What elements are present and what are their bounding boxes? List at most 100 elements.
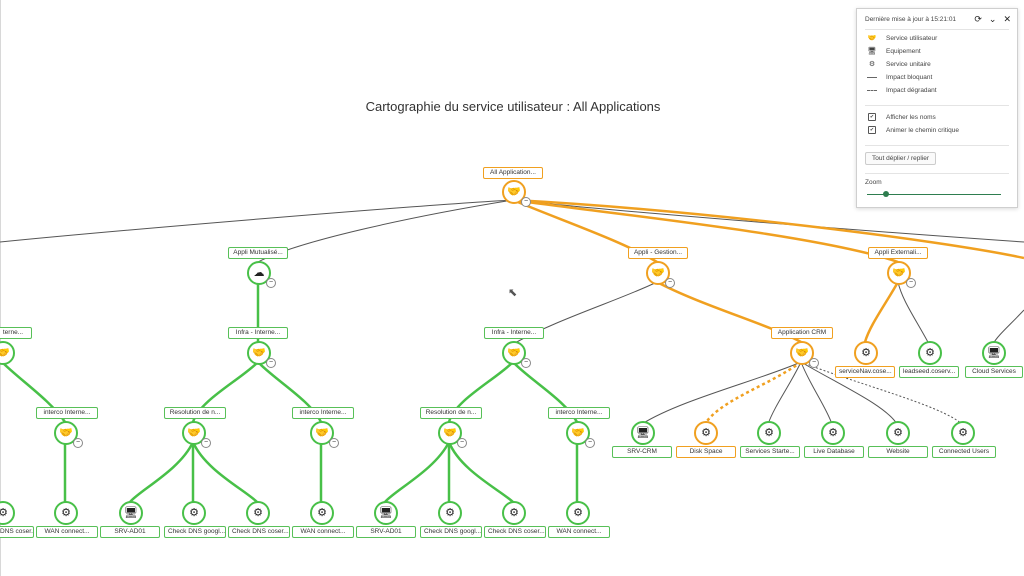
legend-label: Service unitaire xyxy=(886,60,931,68)
edge xyxy=(897,281,930,345)
node-label-leaf0[interactable]: DNS coser... xyxy=(0,526,34,538)
node-check-dns-coser-2[interactable]: ⚙ xyxy=(502,501,526,525)
node-srv-ad01-1[interactable]: 🖥 xyxy=(119,501,143,525)
node-disk-space[interactable]: ⚙ xyxy=(694,421,718,445)
gear-icon: ⚙ xyxy=(958,426,968,439)
node-label-dnsc2[interactable]: Check DNS coser... xyxy=(484,526,546,538)
collapse-toggle[interactable]: − xyxy=(521,358,531,368)
zoom-slider-thumb[interactable] xyxy=(883,191,889,197)
show-names-option[interactable]: ✔ Afficher les noms xyxy=(865,112,936,122)
monitor-icon: 🖥 xyxy=(987,346,1001,359)
node-label-dnsg2[interactable]: Check DNS googl... xyxy=(420,526,482,538)
node-infra-interne-1[interactable]: 🤝 − xyxy=(247,341,276,368)
node-srv-ad01-2[interactable]: 🖥 xyxy=(374,501,398,525)
chevron-down-icon[interactable]: ⌄ xyxy=(988,14,997,24)
expand-collapse-all-button[interactable]: Tout déplier / replier xyxy=(865,152,937,165)
node-label-resol2[interactable]: Resolution de n... xyxy=(420,407,482,419)
node-infra-interne-2[interactable]: 🤝 − xyxy=(502,341,531,368)
node-label-interco2[interactable]: interco Interne... xyxy=(292,407,354,419)
node-label-connected[interactable]: Connected Users xyxy=(932,446,996,458)
node-label-website[interactable]: Website xyxy=(868,446,928,458)
node-label-infra2[interactable]: Infra - Interne... xyxy=(484,327,544,339)
node-label-wan2[interactable]: WAN connect... xyxy=(292,526,354,538)
handshake-icon: 🤝 xyxy=(507,185,521,198)
node-live-database[interactable]: ⚙ xyxy=(821,421,845,445)
animate-path-option[interactable]: ✔ Animer le chemin critique xyxy=(865,125,959,135)
node-label-interco3[interactable]: interco Interne... xyxy=(548,407,610,419)
node-label-mutualise[interactable]: Appli Mutualisé... xyxy=(228,247,288,259)
node-infra-left[interactable]: 🤝 xyxy=(0,341,15,365)
node-cloud-services[interactable]: 🖥 xyxy=(982,341,1006,365)
collapse-toggle[interactable]: − xyxy=(329,438,339,448)
node-services-starter[interactable]: ⚙ xyxy=(757,421,781,445)
node-resolution-2[interactable]: 🤝 − xyxy=(438,421,467,448)
node-label-gestion[interactable]: Appli - Gestion... xyxy=(628,247,688,259)
collapse-toggle[interactable]: − xyxy=(201,438,211,448)
node-all-applications[interactable]: 🤝 − xyxy=(502,180,531,207)
node-label-srvad1[interactable]: SRV-AD01 xyxy=(100,526,160,538)
node-label-dnsc1[interactable]: Check DNS coser... xyxy=(228,526,290,538)
node-leaf-dns-left[interactable]: ⚙ xyxy=(0,501,15,525)
node-label-cloud[interactable]: Cloud Services xyxy=(965,366,1023,378)
collapse-toggle[interactable]: − xyxy=(266,358,276,368)
animate-path-checkbox[interactable]: ✔ xyxy=(868,126,876,134)
node-application-crm[interactable]: 🤝 − xyxy=(790,341,819,368)
node-label-root[interactable]: All Application... xyxy=(483,167,543,179)
node-resolution-1[interactable]: 🤝 − xyxy=(182,421,211,448)
node-wan-connect-1[interactable]: ⚙ xyxy=(54,501,78,525)
node-label-resol1[interactable]: Resolution de n... xyxy=(164,407,226,419)
node-leadseed[interactable]: ⚙ xyxy=(918,341,942,365)
node-label-starter[interactable]: Services Starte... xyxy=(740,446,800,458)
collapse-toggle[interactable]: − xyxy=(665,278,675,288)
gear-icon: ⚙ xyxy=(253,506,263,519)
node-label-wan1[interactable]: WAN connect... xyxy=(36,526,98,538)
legend-label: Impact bloquant xyxy=(886,73,933,81)
close-icon[interactable]: ✕ xyxy=(1003,14,1011,24)
node-interco-3[interactable]: 🤝 − xyxy=(566,421,595,448)
node-label-srvcrm[interactable]: SRV-CRM xyxy=(612,446,672,458)
handshake-icon: 🤝 xyxy=(0,346,10,359)
handshake-icon: 🤝 xyxy=(651,266,665,279)
collapse-toggle[interactable]: − xyxy=(521,197,531,207)
node-wan-connect-3[interactable]: ⚙ xyxy=(566,501,590,525)
node-appli-mutualise[interactable]: ☁ − xyxy=(247,261,276,288)
collapse-toggle[interactable]: − xyxy=(73,438,83,448)
gear-icon: ⚙ xyxy=(893,426,903,439)
node-label-infra-left[interactable]: terne... xyxy=(0,327,32,339)
collapse-toggle[interactable]: − xyxy=(809,358,819,368)
show-names-checkbox[interactable]: ✔ xyxy=(868,113,876,121)
node-label-leadseed[interactable]: leadseed.coserv... xyxy=(899,366,959,378)
node-label-wan3[interactable]: WAN connect... xyxy=(548,526,610,538)
node-label-disk[interactable]: Disk Space xyxy=(676,446,736,458)
node-interco-2[interactable]: 🤝 − xyxy=(310,421,339,448)
node-interco-1[interactable]: 🤝 − xyxy=(54,421,83,448)
node-appli-gestion[interactable]: 🤝 − xyxy=(646,261,675,288)
node-check-dns-google-1[interactable]: ⚙ xyxy=(182,501,206,525)
node-label-srvad2[interactable]: SRV-AD01 xyxy=(356,526,416,538)
zoom-slider-track[interactable] xyxy=(867,194,1001,195)
node-check-dns-google-2[interactable]: ⚙ xyxy=(438,501,462,525)
node-website[interactable]: ⚙ xyxy=(886,421,910,445)
node-label-crm[interactable]: Application CRM xyxy=(771,327,833,339)
node-label-servicenav[interactable]: serviceNav.cose... xyxy=(835,366,895,378)
node-label-livedb[interactable]: Live Database xyxy=(804,446,864,458)
refresh-icon[interactable]: ⟳ xyxy=(974,14,982,24)
node-wan-connect-2[interactable]: ⚙ xyxy=(310,501,334,525)
gear-icon: ⚙ xyxy=(317,506,327,519)
collapse-toggle[interactable]: − xyxy=(266,278,276,288)
collapse-toggle[interactable]: − xyxy=(906,278,916,288)
node-appli-externali[interactable]: 🤝 − xyxy=(887,261,916,288)
node-srv-crm[interactable]: 🖥 xyxy=(631,421,655,445)
collapse-toggle[interactable]: − xyxy=(585,438,595,448)
node-label-externali[interactable]: Appli Externali... xyxy=(868,247,928,259)
node-label-interco1[interactable]: interco Interne... xyxy=(36,407,98,419)
node-connected-users[interactable]: ⚙ xyxy=(951,421,975,445)
ok-edge xyxy=(384,441,451,503)
collapse-toggle[interactable]: − xyxy=(457,438,467,448)
node-label-infra1[interactable]: Infra - Interne... xyxy=(228,327,288,339)
node-servicenav[interactable]: ⚙ xyxy=(854,341,878,365)
node-check-dns-coser-1[interactable]: ⚙ xyxy=(246,501,270,525)
node-label-dnsg1[interactable]: Check DNS googl... xyxy=(164,526,226,538)
handshake-icon: 🤝 xyxy=(507,346,521,359)
critical-edge xyxy=(512,198,1024,260)
